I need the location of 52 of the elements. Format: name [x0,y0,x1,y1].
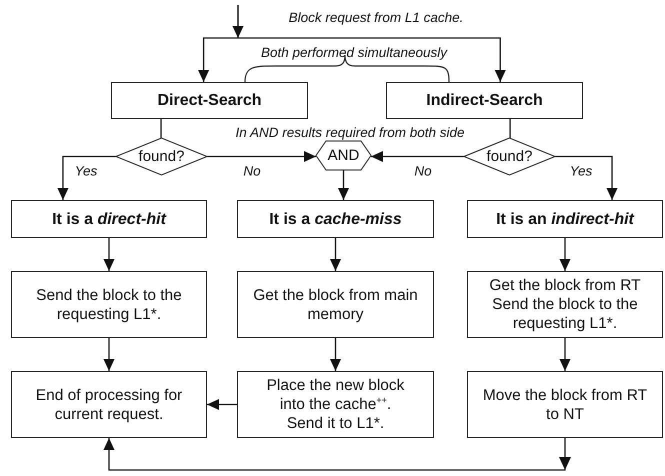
arrow [559,338,571,371]
node-text: found? [138,147,184,166]
node-text: Send it to L1*. [286,414,384,433]
process-box [237,271,434,338]
node-text: Get the block from RT [489,276,641,295]
arrow [207,150,316,162]
node-text: It is a direct-hit [52,210,166,228]
process-box [467,371,663,438]
node-text: found? [486,147,532,166]
process-box [237,371,434,438]
arrow [559,238,571,271]
arrow [338,170,350,200]
arrow [330,238,342,271]
annotation-text: In AND results required from both side [235,125,465,140]
arrow [103,238,115,271]
edge-label: No [241,164,263,178]
arrow [238,37,506,82]
process-box [237,200,434,238]
process-box [467,200,663,238]
node-text: Send the block to the requesting L1*. [35,286,183,324]
connector-line [509,119,511,138]
node-text: Direct-Search [157,91,262,110]
node-text: Send the block to the requesting L1*. [491,295,639,333]
arrow [232,5,244,38]
node-text: Indirect-Search [426,91,543,110]
process-box [11,200,207,238]
decision-diamond [464,138,555,175]
arrow [57,156,116,200]
arrow [555,156,618,200]
arrow [198,37,238,82]
process-box [11,371,207,438]
node-text: AND [328,146,360,165]
annotation-text: Both performed simultaneously [260,45,448,60]
connector-line [160,119,162,138]
process-box [467,271,663,338]
annotation-text: Block request from L1 cache. [288,10,464,25]
process-box [386,82,583,119]
arrow [371,150,464,162]
and-gate-hexagon [316,141,371,170]
process-box [11,271,207,338]
node-text: Get the block from main memory [252,286,419,324]
node-text: It is an indirect-hit [496,210,634,228]
node-text: Place the new block into the cache$^{++}$. [266,376,406,414]
process-box [111,82,308,119]
edge-label: No [412,164,434,178]
arrow [207,398,237,410]
arrow [103,338,115,371]
arrow [330,338,342,371]
node-text: End of processing for current request. [34,386,184,424]
node-text: Move the block from RT to NT [482,386,648,424]
node-text: It is a cache-miss [269,210,402,228]
decision-diamond [116,138,207,175]
